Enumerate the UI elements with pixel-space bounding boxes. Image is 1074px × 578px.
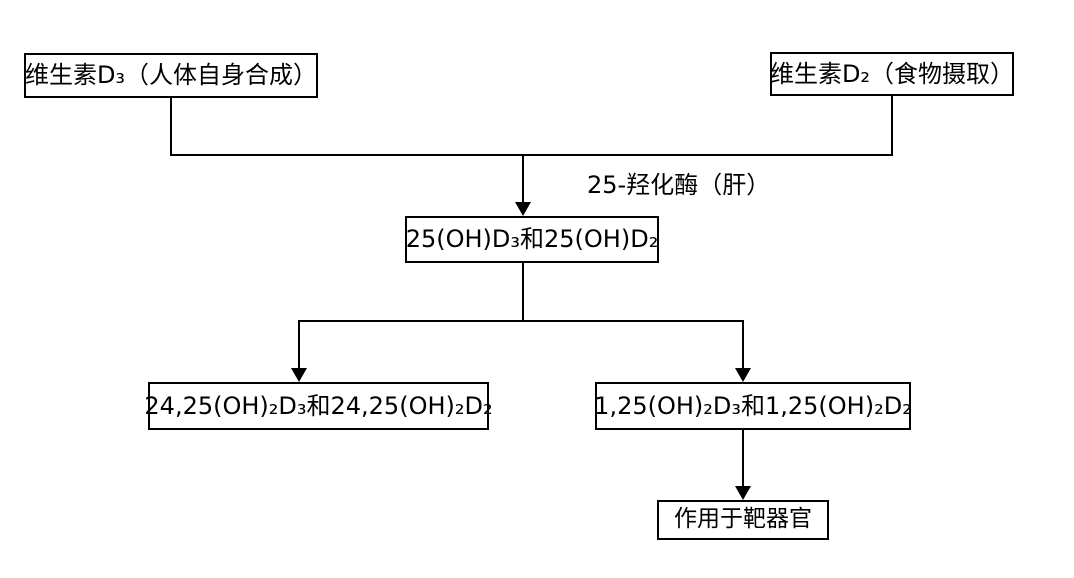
node-target-organ: 作用于靶器官	[657, 500, 829, 540]
connector-to-2425ohd	[298, 320, 300, 370]
node-vitamin-d3: 维生素D₃（人体自身合成）	[24, 53, 318, 98]
node-2425ohd: 24,25(OH)₂D₃和24,25(OH)₂D₂	[144, 382, 493, 430]
arrowhead-down-icon	[735, 486, 751, 500]
node-25ohd: 25(OH)D₃和25(OH)D₂	[405, 216, 659, 263]
connector-merge-line	[170, 154, 893, 156]
connector-25ohd-stem	[522, 263, 524, 322]
connector-vitamin-d2-stem	[891, 96, 893, 156]
node-vitamin-d2: 维生素D₂（食物摄取）	[770, 52, 1014, 96]
connector-to-target-organ	[742, 430, 744, 488]
connector-vitamin-d3-stem	[170, 98, 172, 156]
arrowhead-down-icon	[735, 368, 751, 382]
connector-to-25ohd	[522, 154, 524, 204]
connector-branch-line	[298, 320, 744, 322]
connector-to-125ohd	[742, 320, 744, 370]
edge-label-25-hydroxylase-liver: 25-羟化酶（肝）	[587, 171, 771, 199]
node-125ohd: 1,25(OH)₂D₃和1,25(OH)₂D₂	[594, 382, 912, 430]
arrowhead-down-icon	[291, 368, 307, 382]
arrowhead-down-icon	[515, 202, 531, 216]
